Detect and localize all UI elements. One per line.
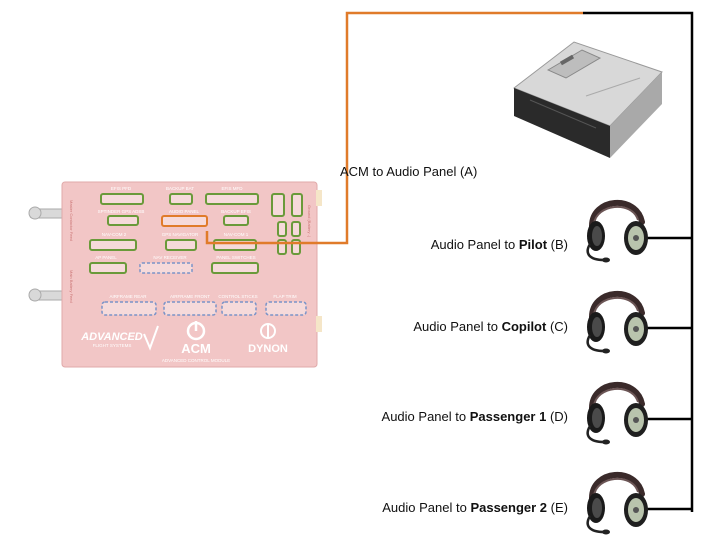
connection-label-pilot: Audio Panel to Pilot (B) [431, 237, 568, 252]
conn-label-panel-sw: PANEL SWITCHES [216, 255, 255, 260]
conn-label-navcom1: NAV-COM 1 [224, 232, 249, 237]
headset-icon [586, 290, 648, 354]
audio-panel-connector [161, 215, 208, 227]
conn-label-backup-efis: BACKUP EFIS [221, 209, 251, 214]
brand-dynon: DYNON [248, 343, 288, 355]
conn-label-navcom2: NAV-COM 2 [102, 232, 127, 237]
side-label-right: Ground (Battery -) [307, 205, 312, 238]
acm-footer: ADVANCED CONTROL MODULE [162, 358, 230, 363]
connection-suffix: (C) [546, 319, 568, 334]
connection-target: Passenger 1 [469, 409, 547, 424]
conn-label-gps-adsb: SPTINDER GPS ADSB [98, 209, 145, 214]
brand-check-mark [143, 325, 159, 351]
conn-label-airframe-front: AIRFRAME FRONT [170, 294, 210, 299]
side-label-top: Master Contactor Feed [69, 200, 74, 241]
connection-label-passenger-1: Audio Panel to Passenger 1 (D) [382, 409, 568, 424]
acm-body [61, 181, 318, 368]
conn-label-gps-nav: GPS NAVIGATOR [162, 232, 199, 237]
brand-advanced: ADVANCED [80, 331, 143, 343]
side-label-bottom: Main Battery Feed [69, 270, 74, 303]
conn-label-airframe-rear: AIRFRAME REAR [109, 294, 147, 299]
conn-label-efis-mfd: EFIS MFD [222, 186, 244, 191]
headset-icon [586, 199, 648, 263]
headset-icon [586, 471, 648, 535]
connection-target: Passenger 2 [470, 500, 548, 515]
left-studs [28, 206, 65, 302]
conn-label-flap-trim: FLAP TRIM [273, 294, 297, 299]
brand-advanced-sub: FLIGHT SYSTEMS [93, 343, 132, 348]
conn-label-efis-pfd: EFIS PFD [111, 186, 132, 191]
headset-wiring [583, 11, 694, 512]
acm-module: Master Contactor Feed Main Battery Feed … [28, 181, 322, 368]
acm-audio-wire [205, 11, 583, 245]
acm-label: ACM to Audio Panel (A) [340, 164, 478, 179]
connection-suffix: (E) [547, 500, 568, 515]
connectors-blue [101, 262, 307, 316]
connection-suffix: (D) [546, 409, 568, 424]
connection-label-copilot: Audio Panel to Copilot (C) [413, 319, 568, 334]
connection-prefix: Audio Panel to [381, 409, 470, 424]
conn-label-control-sticks: CONTROL STICKS [218, 294, 257, 299]
brand-acm: ACM [181, 341, 211, 356]
connection-prefix: Audio Panel to [413, 319, 502, 334]
conn-label-audio-panel: AUDIO PANEL [169, 209, 199, 214]
connection-prefix: Audio Panel to [430, 237, 519, 252]
connection-suffix: (B) [547, 237, 568, 252]
connection-target: Copilot [501, 319, 547, 334]
connection-prefix: Audio Panel to [382, 500, 471, 515]
connection-target: Pilot [518, 237, 548, 252]
conn-label-backup-bat: BACKUP BAT [166, 186, 194, 191]
connection-label-passenger-2: Audio Panel to Passenger 2 (E) [382, 500, 568, 515]
conn-label-ap-panel: AP PANEL [95, 255, 117, 260]
conn-label-nav-rcvr: NAV RECEIVER [153, 255, 187, 260]
headset-icon [586, 381, 648, 445]
audio-panel-device [512, 41, 663, 158]
